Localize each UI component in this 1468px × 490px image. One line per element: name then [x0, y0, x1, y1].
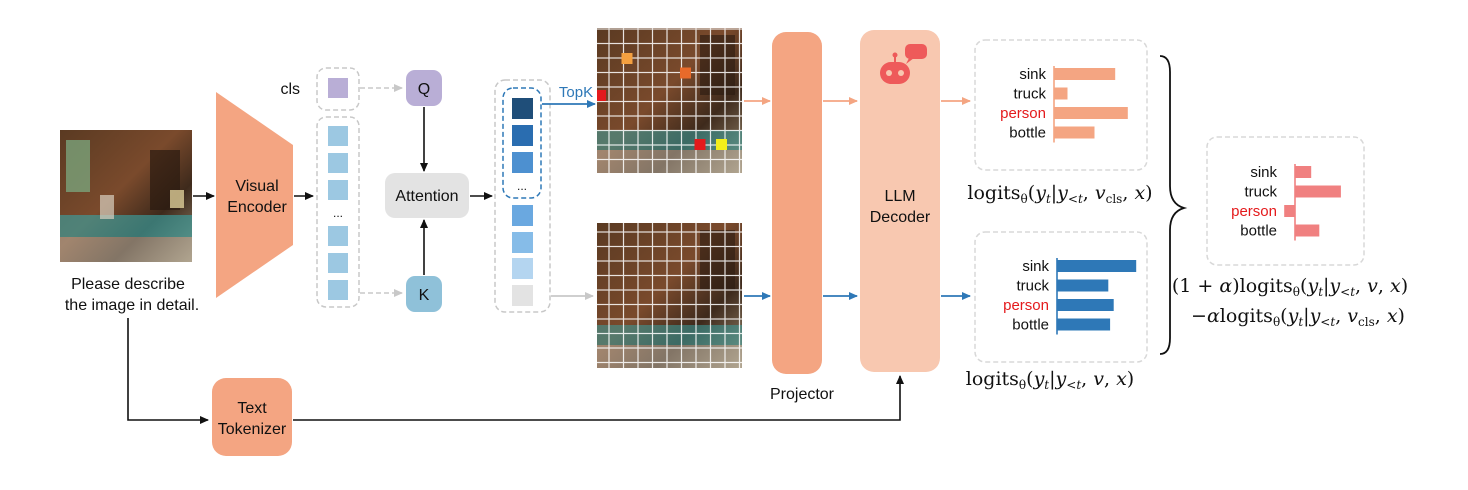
cls-label: cls: [280, 81, 300, 98]
chart-bottom: sink truck person bottle: [1003, 258, 1137, 335]
chart-bottom-frame: [974, 231, 1148, 363]
k-node: [406, 276, 442, 312]
chart-category-label: truck: [1016, 278, 1049, 295]
patch-tokens-box: [316, 116, 360, 308]
caption-line-2: the image in detail.: [65, 297, 199, 314]
formula-result-line-1: (1 + α)logitsθ(yt|y<t, v, x): [1172, 275, 1408, 299]
chart-bar: [1054, 87, 1068, 100]
topk-label: TopK: [559, 84, 593, 101]
combining-brace: [1159, 55, 1188, 355]
chart-category-label: person: [1000, 105, 1046, 122]
chart-bar: [1054, 107, 1128, 119]
formula-result-line-2: −αlogitsθ(yt|y<t, vcls, x): [1191, 305, 1405, 329]
chart-category-label: bottle: [1240, 223, 1277, 240]
chart-category-label: bottle: [1012, 317, 1049, 334]
chart-bar: [1054, 68, 1116, 80]
chart-category-label: truck: [1013, 86, 1046, 103]
chart-category-label: person: [1003, 297, 1049, 314]
projector-label: Projector: [770, 386, 835, 403]
sorted-token: [512, 258, 533, 279]
cls-token: [328, 78, 348, 98]
chart-bar: [1295, 166, 1312, 178]
caption-line-1: Please describe: [71, 276, 185, 293]
projector: [772, 32, 822, 374]
chart-top: sink truck person bottle: [1000, 66, 1128, 143]
text-tokenizer: [212, 378, 292, 456]
input-image: [60, 130, 192, 262]
patch-tokens: [328, 126, 348, 300]
llm-decoder: [860, 30, 940, 372]
chart-category-label: sink: [1022, 258, 1049, 275]
patch-ellipsis: ...: [333, 206, 343, 220]
sorted-token: [512, 285, 533, 306]
q-label: Q: [418, 81, 430, 98]
patch-token: [328, 280, 348, 300]
chart-bar: [1295, 224, 1320, 237]
chart-category-label: sink: [1019, 66, 1046, 83]
sorted-token: [512, 232, 533, 253]
chart-category-label: truck: [1244, 184, 1277, 201]
chart-bar: [1057, 260, 1137, 272]
sorted-tokens-box: [494, 79, 551, 313]
sorted-tokens: [512, 98, 533, 306]
sorted-token: [512, 98, 533, 119]
chart-bar: [1057, 299, 1114, 311]
selected-patch: [597, 90, 606, 101]
full-patch-image: [597, 223, 742, 368]
selected-patch: [716, 139, 727, 150]
sorted-token: [512, 125, 533, 146]
formula-bottom: logitsθ(yt|y<t, v, x): [966, 368, 1134, 392]
arrow-tokenizer-to-decoder: [293, 375, 904, 421]
patch-token: [328, 180, 348, 200]
robot-icon: [880, 44, 927, 84]
chart-category-label: sink: [1250, 164, 1277, 181]
selected-patch: [621, 53, 633, 64]
patch-token: [328, 153, 348, 173]
attention-label: Attention: [395, 188, 458, 205]
chart-bar: [1057, 318, 1111, 331]
sorted-ellipsis: ...: [517, 179, 527, 193]
llm-decoder-label-2: Decoder: [870, 209, 931, 226]
chart-bar: [1284, 205, 1295, 217]
llm-decoder-label-1: LLM: [884, 188, 915, 205]
formula-top: logitsθ(yt|y<t, vcls, x): [967, 182, 1152, 206]
visual-encoder: [216, 92, 293, 298]
sorted-token: [512, 205, 533, 226]
chart-category-label: bottle: [1009, 125, 1046, 142]
chart-bar: [1054, 126, 1095, 139]
topk-tokens-box: [502, 87, 542, 199]
chart-top-frame: [974, 39, 1148, 171]
chart-result-frame: [1206, 136, 1365, 266]
patch-token: [328, 226, 348, 246]
arrow-caption-to-tokenizer: [127, 318, 209, 424]
chart-result: sink truck person bottle: [1231, 164, 1341, 241]
chart-category-label: person: [1231, 203, 1277, 220]
cls-token-box: [316, 67, 360, 111]
patch-token: [328, 126, 348, 146]
visual-encoder-label-2: Encoder: [227, 199, 287, 216]
patch-token: [328, 253, 348, 273]
selected-patch: [680, 67, 691, 79]
k-label: K: [419, 287, 430, 304]
sorted-token: [512, 152, 533, 173]
chart-bar: [1295, 185, 1341, 198]
text-tokenizer-label-1: Text: [237, 400, 267, 417]
attention-node: [385, 173, 469, 218]
visual-encoder-label-1: Visual: [235, 178, 278, 195]
text-tokenizer-label-2: Tokenizer: [218, 421, 287, 438]
q-node: [406, 70, 442, 106]
chart-bar: [1057, 279, 1109, 292]
selected-patch: [694, 139, 706, 150]
topk-patch-image: [597, 28, 742, 173]
